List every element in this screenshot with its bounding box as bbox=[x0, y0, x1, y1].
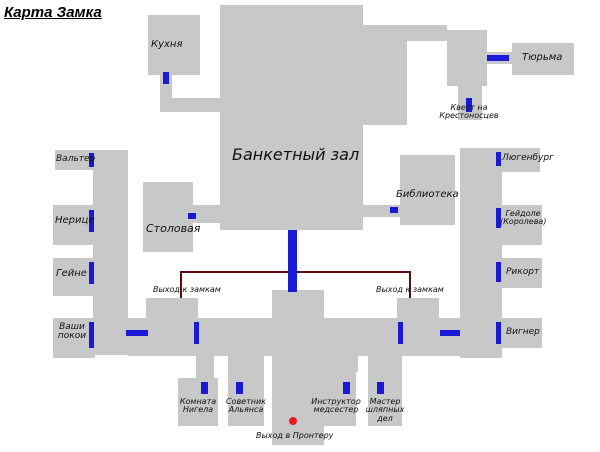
nerice-door[interactable] bbox=[89, 210, 94, 232]
geydole-door[interactable] bbox=[496, 208, 501, 228]
doors bbox=[89, 55, 509, 394]
your-chambers-room[interactable] bbox=[53, 318, 95, 358]
walter-room[interactable] bbox=[55, 150, 95, 170]
east-gate-block bbox=[397, 298, 439, 320]
nerice-label: Нерице bbox=[55, 215, 95, 226]
east-wing-corridor bbox=[460, 148, 502, 358]
geine-label: Гейне bbox=[56, 268, 87, 279]
banquet-hall-east-wing bbox=[362, 25, 407, 125]
rikort-room[interactable] bbox=[500, 258, 542, 288]
library-door[interactable] bbox=[390, 207, 398, 213]
castle-exit-right-label: Выход к замкам bbox=[376, 285, 444, 294]
sisters-instructor-door[interactable] bbox=[343, 382, 350, 394]
castle-exit-left-label: Выход к замкам bbox=[153, 285, 221, 294]
crusaders-quest-label: Квест на Крестоносцев bbox=[439, 103, 499, 121]
dining-corridor bbox=[192, 205, 222, 223]
walter-door[interactable] bbox=[89, 153, 94, 167]
dining-room-label: Столовая bbox=[146, 222, 201, 235]
kitchen-room[interactable] bbox=[148, 15, 200, 75]
room-shapes bbox=[53, 5, 574, 445]
prison-room[interactable] bbox=[512, 43, 574, 75]
banquet-south-door[interactable] bbox=[288, 230, 297, 292]
rikort-door[interactable] bbox=[496, 262, 501, 282]
dining-room[interactable] bbox=[143, 182, 193, 252]
nigel-room-label: Комната Нигела bbox=[179, 397, 217, 415]
west-wing-corridor bbox=[93, 150, 128, 355]
vigner-room[interactable] bbox=[500, 318, 542, 348]
geydole-label: Гейдоле (Королева) bbox=[500, 209, 547, 227]
nigel-room[interactable] bbox=[178, 378, 218, 426]
prontera-exit-marker[interactable] bbox=[289, 417, 297, 425]
map-title: Карта Замка bbox=[4, 4, 102, 21]
dining-door[interactable] bbox=[188, 213, 196, 219]
prison-corridor-top bbox=[407, 25, 447, 41]
library-room[interactable] bbox=[400, 155, 455, 225]
prison-label: Тюрьма bbox=[522, 52, 563, 63]
crusaders-quest-room[interactable] bbox=[447, 30, 487, 86]
vigner-label: Вигнер bbox=[506, 327, 540, 337]
geine-door[interactable] bbox=[89, 262, 94, 284]
nerice-room[interactable] bbox=[53, 205, 95, 245]
sisters-instructor-label: Инструктор медсестер bbox=[311, 397, 361, 415]
walter-label: Вальтер bbox=[56, 154, 96, 164]
alliance-advisor-door[interactable] bbox=[236, 382, 243, 394]
nigel-room-door[interactable] bbox=[201, 382, 208, 394]
lugenburg-room[interactable] bbox=[500, 148, 540, 172]
west-wing-door[interactable] bbox=[126, 330, 148, 336]
kitchen-label: Кухня bbox=[151, 39, 183, 50]
banquet-hall-label: Банкетный зал bbox=[232, 145, 360, 164]
east-gate-door[interactable] bbox=[398, 322, 403, 344]
alliance-advisor-room[interactable] bbox=[228, 352, 264, 426]
banquet-hall-room[interactable] bbox=[220, 5, 363, 230]
vigner-door[interactable] bbox=[496, 322, 501, 344]
kitchen-door[interactable] bbox=[163, 72, 169, 84]
lugenburg-door[interactable] bbox=[496, 152, 501, 166]
sisters-instructor-room[interactable] bbox=[312, 370, 356, 426]
prontera-exit-label: Выход в Пронтеру bbox=[256, 431, 334, 440]
west-gate-door[interactable] bbox=[194, 322, 199, 344]
crusaders-quest-door[interactable] bbox=[466, 98, 472, 112]
prison-door[interactable] bbox=[487, 55, 509, 61]
kitchen-link bbox=[160, 98, 222, 112]
alliance-advisor-label: Советник Альянса bbox=[225, 397, 267, 415]
hatmaker-label: Мастер шляпных дел bbox=[365, 397, 405, 423]
west-gate-block bbox=[146, 298, 198, 320]
geine-room[interactable] bbox=[53, 258, 95, 296]
rikort-label: Рикорт bbox=[506, 267, 540, 277]
nigel-room-corridor bbox=[196, 352, 214, 378]
your-chambers-label: Ваши покои bbox=[57, 322, 87, 342]
your-chambers-door[interactable] bbox=[89, 322, 94, 348]
lugenburg-label: Люгенбург bbox=[502, 153, 554, 163]
geydole-room[interactable] bbox=[500, 205, 542, 245]
east-wing-door[interactable] bbox=[440, 330, 460, 336]
hatmaker-room[interactable] bbox=[368, 352, 402, 426]
sisters-instructor-corridor bbox=[320, 352, 358, 372]
hatmaker-door[interactable] bbox=[377, 382, 384, 394]
library-label: Библиотека bbox=[396, 189, 459, 200]
